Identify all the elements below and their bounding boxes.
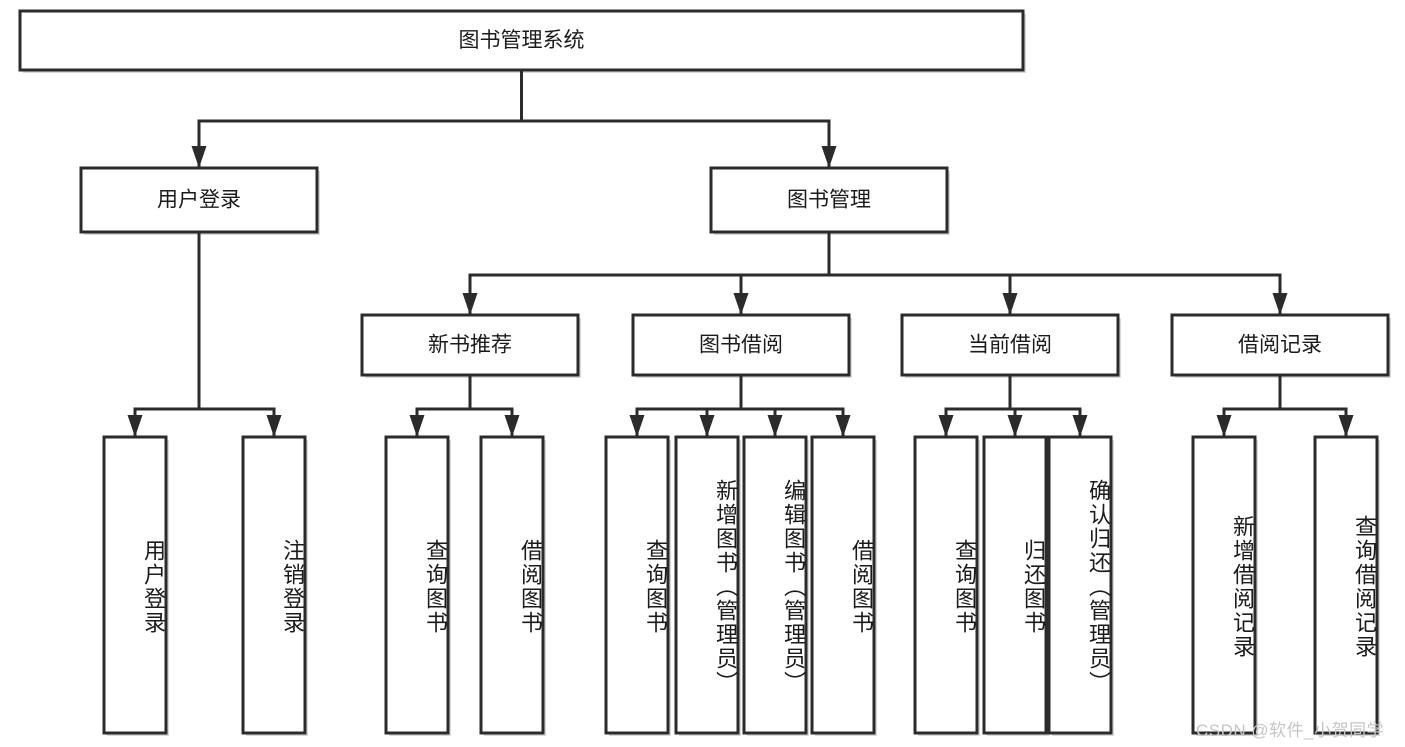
- node-leaf-query-borrow-record[interactable]: [1313, 435, 1379, 735]
- node-leaf-borrow-book-new[interactable]: [479, 435, 545, 735]
- link-book-borrow-drop-0-arrowhead: [629, 415, 645, 437]
- csdn-watermark: CSDN @软件_小贺同学: [1196, 721, 1385, 740]
- node-leaf-edit-book-admin[interactable]: [742, 435, 808, 735]
- node-leaf-user-login[interactable]: [102, 435, 168, 735]
- link-user-login-drop-1-arrowhead: [266, 415, 282, 437]
- node-user-login-label: 用户登录: [157, 189, 241, 212]
- node-leaf-logout[interactable]: [241, 435, 307, 735]
- link-book-borrow-drop-1-arrowhead: [699, 415, 715, 437]
- node-borrow-record-label: 借阅记录: [1238, 334, 1322, 357]
- node-current-borrow-label: 当前借阅: [968, 334, 1052, 357]
- node-user-login[interactable]: [79, 166, 319, 234]
- link-root-drop-0-arrowhead: [191, 146, 207, 168]
- link-current-borrow-drop-2-arrowhead: [1072, 415, 1088, 437]
- link-borrow-record-drop-0-arrowhead: [1216, 415, 1232, 437]
- node-new-book-recommend-label: 新书推荐: [428, 334, 512, 357]
- link-borrow-record-drop-1-arrowhead: [1338, 415, 1354, 437]
- node-leaf-add-borrow-record[interactable]: [1191, 435, 1257, 735]
- node-book-management-label: 图书管理: [787, 189, 871, 212]
- link-current-borrow-drop-1-arrowhead: [1007, 415, 1023, 437]
- link-book-management-drop-1-arrowhead: [733, 293, 749, 315]
- link-current-borrow-drop-0-arrowhead: [938, 415, 954, 437]
- link-root-drop-1-arrowhead: [821, 146, 837, 168]
- node-book-borrow-label: 图书借阅: [699, 334, 783, 357]
- node-new-book-recommend[interactable]: [360, 313, 580, 377]
- node-book-management[interactable]: [709, 166, 949, 234]
- link-new-book-recommend-drop-0-arrowhead: [409, 415, 425, 437]
- link-book-borrow-drop-3-arrowhead: [835, 415, 851, 437]
- link-user-login-drop-0-arrowhead: [127, 415, 143, 437]
- connector-layer: [127, 68, 1354, 439]
- node-leaf-query-book-new[interactable]: [384, 435, 450, 735]
- node-leaf-add-book-admin[interactable]: [674, 435, 740, 735]
- link-book-borrow-drop-2-arrowhead: [767, 415, 783, 437]
- node-root[interactable]: [18, 9, 1025, 72]
- node-leaf-query-book-borrow[interactable]: [604, 435, 670, 735]
- node-borrow-record[interactable]: [1170, 313, 1390, 377]
- link-book-management-drop-2-arrowhead: [1002, 293, 1018, 315]
- link-new-book-recommend-drop-1-arrowhead: [504, 415, 520, 437]
- link-book-management-drop-0-arrowhead: [462, 293, 478, 315]
- node-book-borrow[interactable]: [631, 313, 851, 377]
- node-leaf-query-book-current[interactable]: [913, 435, 979, 735]
- node-leaf-borrow-book[interactable]: [810, 435, 876, 735]
- node-leaf-return-book[interactable]: [982, 435, 1048, 735]
- node-leaf-confirm-return-admin[interactable]: [1047, 435, 1113, 735]
- node-root-label: 图书管理系统: [459, 29, 585, 52]
- link-book-management-drop-3-arrowhead: [1272, 293, 1288, 315]
- node-current-borrow[interactable]: [900, 313, 1120, 377]
- node-box-layer: [18, 9, 1390, 735]
